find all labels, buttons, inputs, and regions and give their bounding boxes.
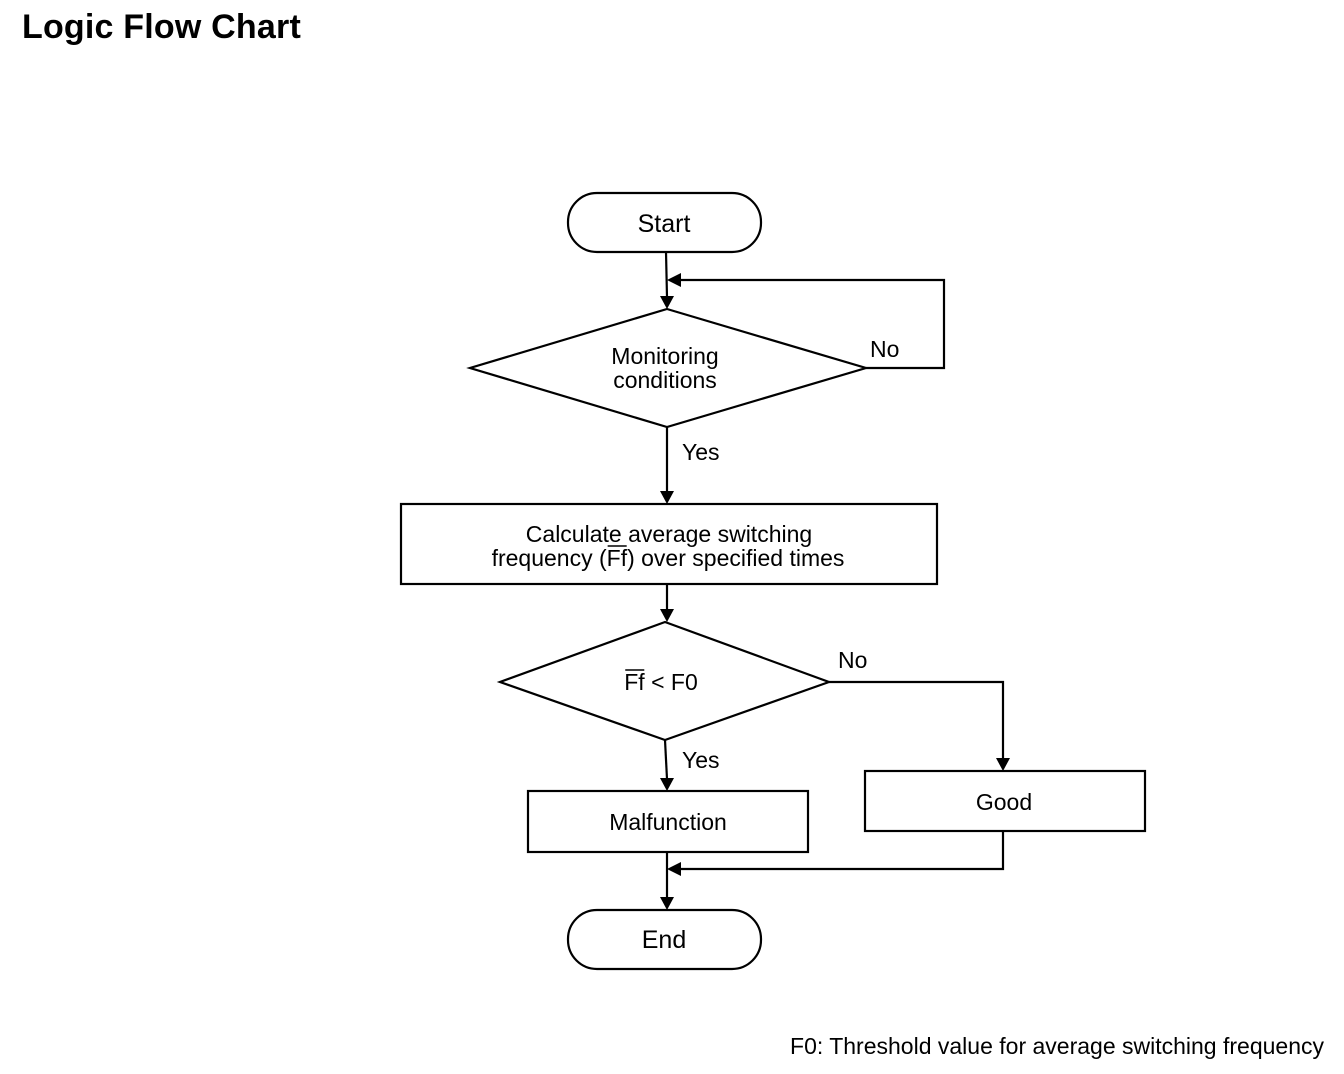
monitoring-label-line1: Monitoring <box>611 343 718 369</box>
calculate-label-line1: Calculate average switching <box>526 521 812 547</box>
end-label: End <box>642 926 686 954</box>
threshold-footnote: F0: Threshold value for average switchin… <box>790 1033 1324 1059</box>
malfunction-label: Malfunction <box>609 809 727 835</box>
compare-yes-label: Yes <box>682 747 720 773</box>
average-frequency-symbol: Ff <box>607 545 628 571</box>
malfunction-box <box>526 789 810 854</box>
good-box <box>863 769 1147 833</box>
compare-no-label: No <box>838 647 867 673</box>
arrowhead <box>660 897 674 910</box>
arrowhead <box>660 609 674 622</box>
calculate-label-post: ) over specified times <box>627 545 844 571</box>
monitoring-yes-label: Yes <box>682 439 720 465</box>
arrowhead <box>660 778 674 791</box>
compare-label-rest: < F0 <box>645 669 698 695</box>
arrowhead <box>660 296 674 309</box>
monitoring-no-label: No <box>870 336 899 362</box>
arrowhead <box>996 758 1010 771</box>
good-label: Good <box>976 789 1032 815</box>
end-terminal <box>566 908 763 971</box>
connector-compare-yes-to-malfunction <box>663 739 669 780</box>
start-label: Start <box>638 210 691 238</box>
average-frequency-symbol: Ff <box>624 669 645 695</box>
monitoring-label-line2: conditions <box>613 367 717 393</box>
connector-start-to-monitoring <box>664 251 669 298</box>
start-terminal <box>566 191 763 254</box>
arrowhead <box>660 491 674 504</box>
arrowhead <box>667 862 681 876</box>
calculate-label-line2: frequency (Ff) over specified times <box>492 545 845 571</box>
connector-good-to-merge <box>680 831 1005 871</box>
connector-compare-no-to-good <box>829 680 1005 759</box>
compare-label: Ff < F0 <box>624 669 698 695</box>
arrowhead <box>667 273 681 287</box>
connector-monitoring-no-loop <box>680 278 946 370</box>
page-title: Logic Flow Chart <box>22 8 301 46</box>
calculate-process-box <box>399 502 939 586</box>
calculate-label-pre: frequency ( <box>492 545 607 571</box>
